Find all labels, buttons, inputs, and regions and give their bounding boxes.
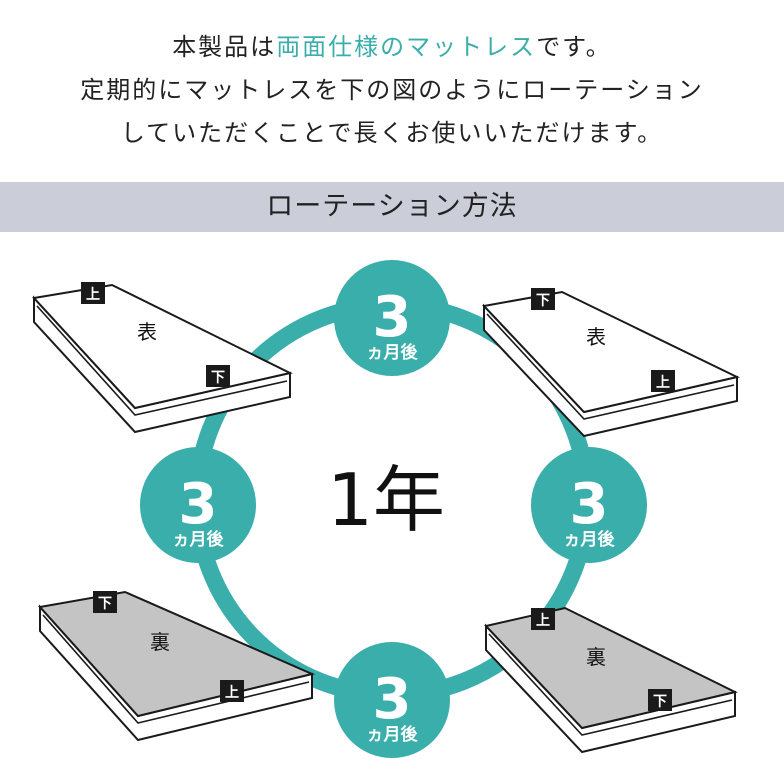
mattress-bottom-left: 裏 下 上 bbox=[38, 590, 316, 742]
mattress-side-label: 表 bbox=[137, 320, 157, 344]
center-label: 1年 bbox=[327, 458, 445, 542]
tag-box bbox=[93, 591, 117, 613]
mattress-top-right: 表 下 上 bbox=[482, 288, 740, 438]
tag-label: 上 bbox=[656, 375, 670, 391]
intro-line-3: していただくことで長くお使いいただけます。 bbox=[120, 119, 664, 147]
section-title: ローテーション方法 bbox=[0, 182, 784, 232]
step-number: 3 bbox=[373, 667, 412, 732]
intro-line-1-post: です。 bbox=[536, 33, 612, 61]
tag-box bbox=[648, 689, 672, 711]
tag-box bbox=[81, 282, 105, 304]
step-unit: ヵ月後 bbox=[564, 529, 616, 550]
tag-box bbox=[206, 365, 230, 387]
tag-box bbox=[651, 370, 675, 392]
intro-line-1-pre: 本製品は bbox=[172, 33, 277, 61]
mattress-side-label: 表 bbox=[586, 325, 606, 349]
tag-label: 上 bbox=[225, 685, 239, 701]
step-unit: ヵ月後 bbox=[367, 342, 419, 363]
step-badge-bottom: 3 ヵ月後 bbox=[334, 642, 450, 758]
tag-box bbox=[531, 608, 555, 630]
step-unit: ヵ月後 bbox=[173, 529, 225, 550]
mattress-seam bbox=[42, 614, 310, 724]
tag-label: 上 bbox=[86, 287, 100, 303]
step-badge-right: 3 ヵ月後 bbox=[531, 447, 647, 563]
step-badge-top: 3 ヵ月後 bbox=[334, 260, 450, 376]
intro-text: 本製品は両面仕様のマットレスです。 定期的にマットレスを下の図のようにローテーシ… bbox=[0, 26, 784, 155]
tag-label: 下 bbox=[98, 596, 112, 612]
mattress-seam bbox=[488, 633, 733, 736]
mattress-seam bbox=[36, 305, 288, 416]
step-number: 3 bbox=[373, 285, 412, 350]
step-number: 3 bbox=[570, 472, 609, 537]
tag-label: 下 bbox=[211, 370, 225, 386]
mattress-side-label: 裏 bbox=[586, 645, 606, 669]
tag-label: 下 bbox=[536, 293, 550, 309]
intro-line-1: 本製品は両面仕様のマットレスです。 bbox=[0, 26, 784, 69]
step-number: 3 bbox=[179, 472, 218, 537]
step-unit: ヵ月後 bbox=[367, 724, 419, 745]
tag-box bbox=[531, 288, 555, 310]
intro-highlight: 両面仕様のマットレス bbox=[276, 33, 537, 61]
step-badge-left: 3 ヵ月後 bbox=[140, 447, 256, 563]
tag-box bbox=[220, 680, 244, 702]
tag-label: 上 bbox=[536, 613, 550, 629]
mattress-seam bbox=[486, 313, 735, 420]
mattress-bottom-right: 裏 上 下 bbox=[484, 606, 738, 754]
mattress-side-label: 裏 bbox=[150, 630, 170, 654]
mattress-top-left: 表 上 下 bbox=[32, 282, 293, 434]
intro-line-2: 定期的にマットレスを下の図のようにローテーション bbox=[80, 76, 704, 104]
tag-label: 下 bbox=[653, 694, 667, 710]
